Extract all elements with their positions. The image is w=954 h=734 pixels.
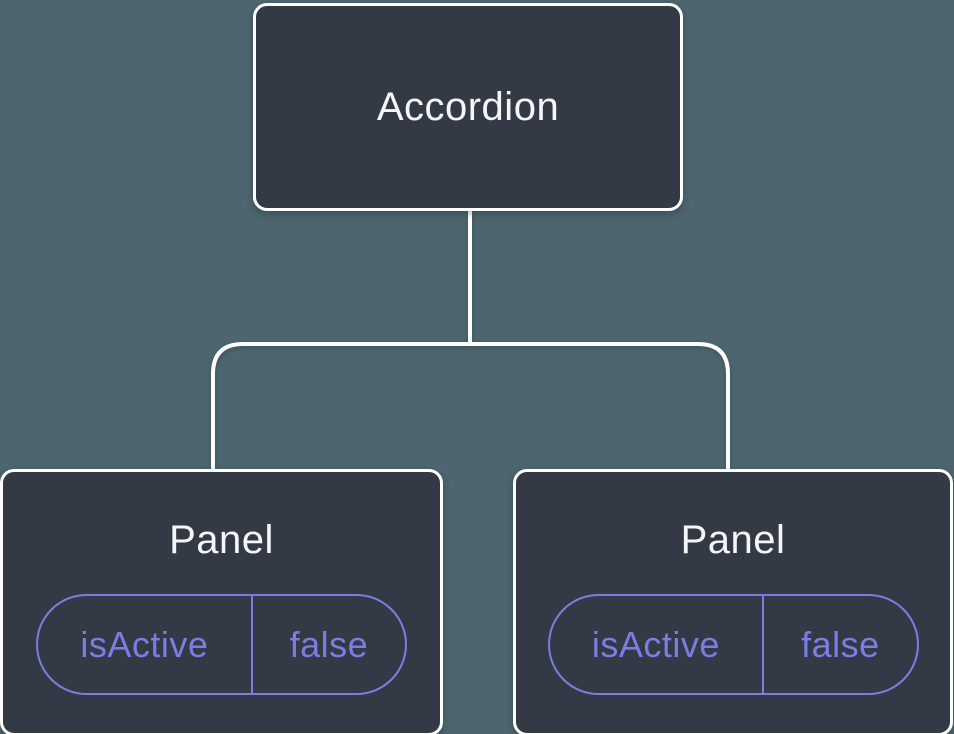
state-pill: isActive false [36, 594, 407, 695]
panel-node-label: Panel [169, 518, 274, 562]
node-accordion: Accordion [253, 3, 683, 211]
state-value-label: false [762, 596, 916, 693]
connector-branch [211, 342, 730, 472]
panel-node-label: Panel [680, 518, 786, 562]
state-value-label: false [250, 596, 405, 693]
node-panel-right: Panel isActive false [513, 469, 953, 734]
state-pill: isActive false [547, 594, 919, 695]
accordion-node-label: Accordion [376, 84, 560, 129]
state-key-label: isActive [80, 623, 209, 665]
node-panel-left: Panel isActive false [0, 469, 443, 734]
state-key-label: isActive [591, 623, 720, 665]
